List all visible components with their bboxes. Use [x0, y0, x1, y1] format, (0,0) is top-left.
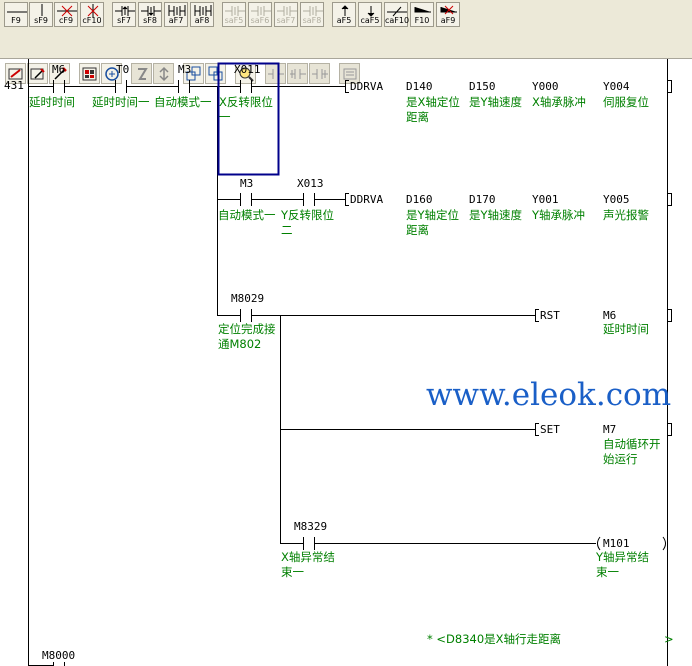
set-device[interactable]: M7: [603, 423, 617, 436]
ddrva1-operand-4[interactable]: Y004: [603, 80, 630, 93]
find-device-icon[interactable]: [101, 63, 122, 84]
contact-m8029-comment: 定位完成接通M802: [218, 322, 276, 351]
ddrva1-operand-2-comment: 是Y轴速度: [469, 95, 523, 109]
toolbar-button-af8[interactable]: aF8: [190, 2, 214, 27]
toolbar-button-af5[interactable]: aF5: [332, 2, 356, 27]
toolbar-button-label: aF5: [336, 16, 352, 25]
toolbar-button-label: F9: [11, 16, 21, 25]
toolbar-button-label: caF10: [385, 16, 410, 25]
comment-edit-icon[interactable]: [131, 63, 152, 84]
toolbar-button-f10[interactable]: F10: [410, 2, 434, 27]
contact-m8029-device[interactable]: M8029: [231, 292, 265, 305]
contact-t0-comment: 延时时间一: [92, 95, 150, 109]
toolbar-button-f9[interactable]: F9: [4, 2, 28, 27]
contact-m6-device[interactable]: M6: [52, 63, 66, 76]
toolbar-button-af7[interactable]: aF7: [164, 2, 188, 27]
ladder-diagram-area[interactable]: 431 M6 延时时间 T0 延时时间一 M3 自动模式一 X011 X反转限位…: [0, 59, 692, 666]
toolbar-button-label: F10: [414, 16, 430, 25]
contact-parallel-icon[interactable]: [287, 63, 308, 84]
contact-x013-comment: Y反转限位二: [281, 208, 335, 237]
contact-x013-device[interactable]: X013: [297, 177, 324, 190]
statement-edit-icon[interactable]: [153, 63, 174, 84]
contact-m6-comment: 延时时间: [29, 95, 75, 109]
contact-delete-icon[interactable]: [309, 63, 330, 84]
ddrva2-operand-2[interactable]: D170: [469, 193, 496, 206]
set-instruction[interactable]: SET: [540, 423, 560, 436]
toolbar-button-label: aF7: [168, 16, 184, 25]
ddrva1-operand-1-comment: 是X轴定位距离: [406, 95, 460, 124]
rst-instruction[interactable]: RST: [540, 309, 560, 322]
toolbar-button-af9[interactable]: aF9: [436, 2, 460, 27]
contact-x011-comment: X反转限位一: [219, 95, 273, 124]
ladder-monitor-write-icon[interactable]: [5, 63, 26, 84]
toolbar-button-saf6[interactable]: saF6: [248, 2, 272, 27]
toolbar-button-caf5[interactable]: caF5: [358, 2, 382, 27]
toolbar-button-label: caF5: [360, 16, 380, 25]
toolbar-button-label: saF7: [276, 16, 296, 25]
edit-cursor[interactable]: [217, 62, 280, 176]
toolbar-button-label: cF10: [82, 16, 102, 25]
toolbar-button-label: cF9: [58, 16, 74, 25]
toolbar-button-cf9[interactable]: cF9: [54, 2, 78, 27]
ddrva2-operand-3-comment: Y轴承脉冲: [532, 208, 586, 222]
tool-toolbar: [0, 30, 692, 84]
toolbar-button-label: saF5: [224, 16, 244, 25]
contact-m8000-device[interactable]: M8000: [42, 649, 76, 662]
magnifier-search-icon[interactable]: [235, 63, 256, 84]
set-device-comment: 自动循环开始运行: [603, 437, 661, 466]
contact-x011-device[interactable]: X011: [234, 63, 261, 76]
coil-m101-comment: Y轴异常结束一: [596, 550, 650, 579]
device-batch-icon[interactable]: [79, 63, 100, 84]
ddrva2-operand-4[interactable]: Y005: [603, 193, 630, 206]
toolbar-button-saf8[interactable]: saF8: [300, 2, 324, 27]
contact-m3b-device[interactable]: M3: [240, 177, 254, 190]
statement-end-marker: >: [664, 632, 674, 646]
toolbar-button-label: sF9: [34, 16, 48, 25]
step-number: 431: [4, 79, 24, 92]
rst-device-comment: 延时时间: [603, 322, 649, 336]
ddrva2-instruction[interactable]: DDRVA: [350, 193, 384, 206]
edit-mode-icon[interactable]: [27, 63, 48, 84]
toolbar-button-sf8[interactable]: sF8: [138, 2, 162, 27]
program-list-icon[interactable]: [339, 63, 360, 84]
toolbar-button-cf10[interactable]: cF10: [80, 2, 104, 27]
ddrva2-operand-1[interactable]: D160: [406, 193, 433, 206]
contact-m8329-comment: X轴异常结束一: [281, 550, 335, 579]
toolbar-button-label: aF8: [194, 16, 210, 25]
pen-edit-icon[interactable]: [49, 63, 70, 84]
ddrva1-operand-1[interactable]: D140: [406, 80, 433, 93]
toolbar-button-label: sF8: [143, 16, 157, 25]
ddrva2-operand-2-comment: 是Y轴速度: [469, 208, 523, 222]
ladder-symbol-toolbar: F9 sF9 cF9 cF10 sF7 sF8 aF7 aF8 saF5 saF6 saF7 saF8…: [0, 0, 692, 31]
toolbar-button-sf7[interactable]: sF7: [112, 2, 136, 27]
toolbar-button-label: saF6: [250, 16, 270, 25]
ddrva1-operand-3[interactable]: Y000: [532, 80, 559, 93]
ddrva1-operand-3-comment: X轴承脉冲: [532, 95, 586, 109]
zoom-out-window-icon[interactable]: [205, 63, 226, 84]
rst-device[interactable]: M6: [603, 309, 617, 322]
coil-m101-device[interactable]: M101: [603, 537, 630, 550]
toolbar-button-caf10[interactable]: caF10: [384, 2, 410, 27]
contact-t0-device[interactable]: T0: [116, 63, 130, 76]
toolbar-button-label: aF9: [440, 16, 456, 25]
ddrva2-operand-4-comment: 声光报警: [603, 208, 649, 222]
ddrva1-operand-2[interactable]: D150: [469, 80, 496, 93]
contact-m3-comment: 自动模式一: [154, 95, 212, 109]
statement-comment: * <D8340是X轴行走距离: [427, 632, 562, 646]
ladder-wiring: [28, 59, 672, 666]
toolbar-button-saf7[interactable]: saF7: [274, 2, 298, 27]
ddrva1-operand-4-comment: 伺服复位: [603, 95, 649, 109]
contact-m3-device[interactable]: M3: [178, 63, 192, 76]
toolbar-button-label: saF8: [302, 16, 322, 25]
ddrva1-instruction[interactable]: DDRVA: [350, 80, 384, 93]
watermark: www.eleok.com: [426, 377, 672, 413]
toolbar-button-saf5[interactable]: saF5: [222, 2, 246, 27]
toolbar-button-label: sF7: [117, 16, 131, 25]
ddrva2-operand-1-comment: 是Y轴定位距离: [406, 208, 460, 237]
zoom-in-window-icon[interactable]: [183, 63, 204, 84]
contact-m8329-device[interactable]: M8329: [294, 520, 328, 533]
toolbar-button-sf9[interactable]: sF9: [29, 2, 53, 27]
ddrva2-operand-3[interactable]: Y001: [532, 193, 559, 206]
contact-m3b-comment: 自动模式一: [218, 208, 276, 222]
